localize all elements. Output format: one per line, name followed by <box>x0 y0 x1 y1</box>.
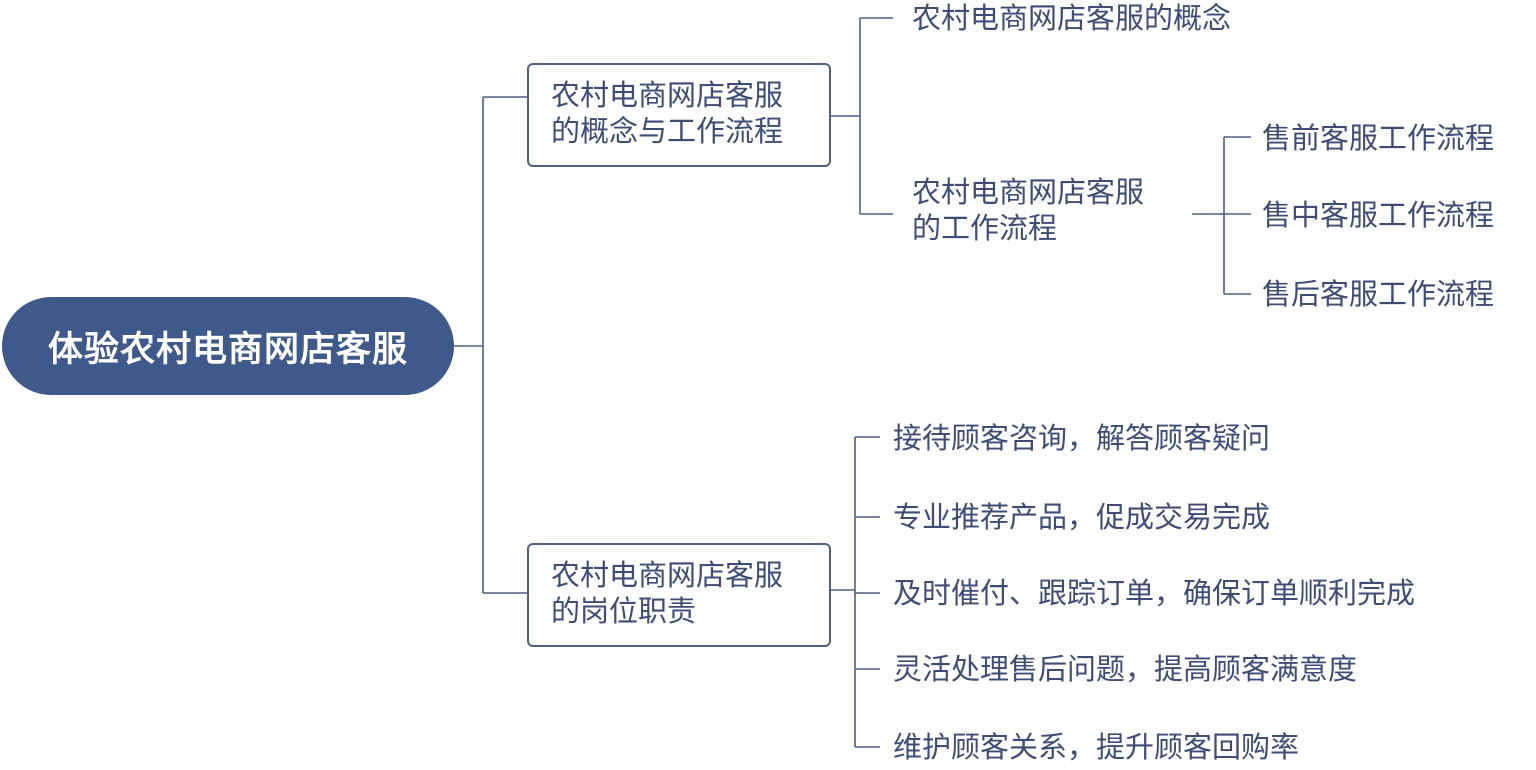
connector-branch1 <box>831 17 893 215</box>
leaf-duty-3: 及时催付、跟踪订单，确保订单顺利完成 <box>893 576 1416 610</box>
leaf-duty-4: 灵活处理售后问题，提高顾客满意度 <box>893 652 1358 686</box>
branch-label-line1: 农村电商网店客服 <box>551 78 784 112</box>
leaf-duty-1: 接待顾客咨询，解答顾客疑问 <box>893 421 1271 455</box>
node-workflow-line2: 的工作流程 <box>912 211 1058 245</box>
leaf-duty-5: 维护顾客关系，提升顾客回购率 <box>893 730 1300 764</box>
connector-branch2 <box>831 436 880 748</box>
leaf-presale: 售前客服工作流程 <box>1262 121 1495 155</box>
branch-node-responsibilities: 农村电商网店客服 的岗位职责 <box>527 543 831 647</box>
node-workflow-line1: 农村电商网店客服 <box>912 175 1145 209</box>
node-workflow: 农村电商网店客服 的工作流程 <box>912 174 1144 246</box>
branch-label-line2: 的概念与工作流程 <box>551 114 784 148</box>
leaf-concept: 农村电商网店客服的概念 <box>912 1 1232 35</box>
branch-node-concept-workflow: 农村电商网店客服 的概念与工作流程 <box>527 63 831 167</box>
leaf-duty-2: 专业推荐产品，促成交易完成 <box>893 500 1271 534</box>
connector-root <box>454 96 527 594</box>
connector-workflow <box>1192 136 1251 295</box>
branch-label-line2: 的岗位职责 <box>551 594 697 628</box>
root-node: 体验农村电商网店客服 <box>2 297 454 395</box>
leaf-aftersale: 售后客服工作流程 <box>1262 277 1495 311</box>
branch-label-line1: 农村电商网店客服 <box>551 558 784 592</box>
leaf-insale: 售中客服工作流程 <box>1262 198 1495 232</box>
